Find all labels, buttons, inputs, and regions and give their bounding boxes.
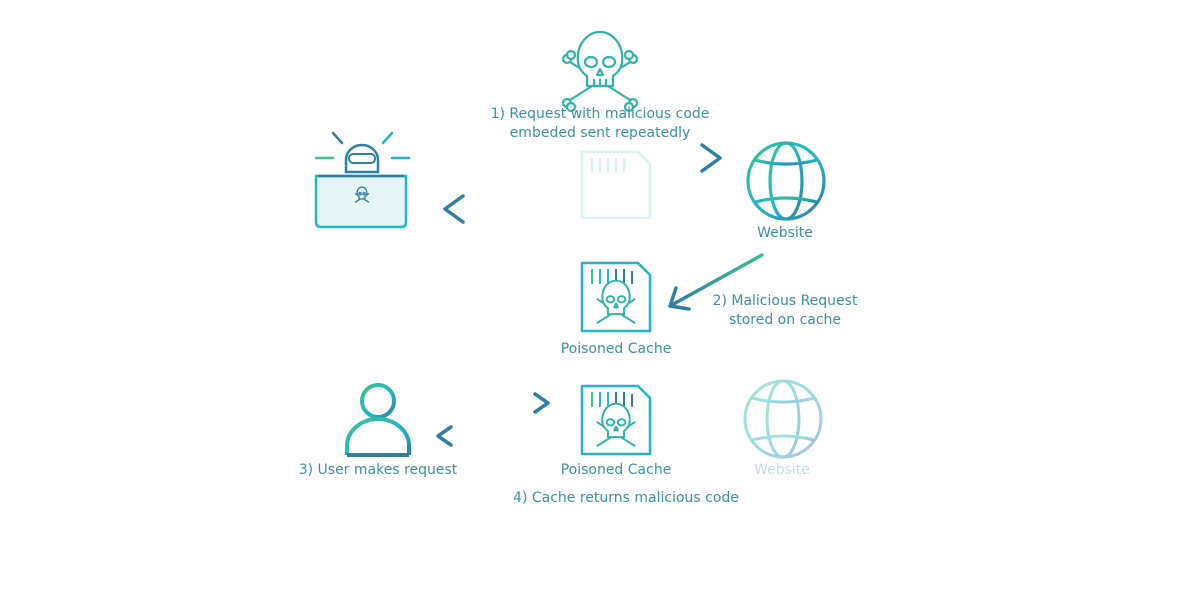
skull-crossbones-icon xyxy=(596,279,636,324)
globe-faded-icon xyxy=(743,379,823,459)
cache-card-icon xyxy=(580,261,652,333)
step2-label-line1: 2) Malicious Request xyxy=(712,293,858,309)
cache-response-arrow xyxy=(436,425,548,447)
globe-icon xyxy=(746,141,826,221)
poisoned-cache-label: Poisoned Cache xyxy=(560,341,672,357)
step1-label-line2: embeded sent repeatedly xyxy=(509,125,691,141)
poisoned-cache-label: Poisoned Cache xyxy=(560,462,672,478)
step1-label: 1) Request with malicious code embeded s… xyxy=(470,105,730,143)
skull-crossbones-icon xyxy=(561,30,639,113)
user-icon xyxy=(345,383,411,455)
skull-crossbones-icon xyxy=(596,402,636,447)
step4-label: 4) Cache returns malicious code xyxy=(513,490,739,506)
response-arrow xyxy=(443,194,722,224)
step1-label-line1: 1) Request with malicious code xyxy=(490,106,710,122)
request-arrow xyxy=(443,143,722,173)
user-request-arrow xyxy=(438,392,550,414)
skull-mini-icon xyxy=(354,186,370,203)
step3-label: 3) User makes request xyxy=(298,462,458,478)
website-label: Website xyxy=(757,225,813,241)
store-arrow xyxy=(668,253,764,311)
hacker-laptop-icon xyxy=(314,131,411,229)
cache-card-icon xyxy=(580,384,652,456)
cache-card-ghost-icon xyxy=(580,150,652,220)
website-faded-label: Website xyxy=(754,462,810,478)
step2-label-line2: stored on cache xyxy=(728,312,842,328)
step2-label: 2) Malicious Request stored on cache xyxy=(695,292,875,330)
